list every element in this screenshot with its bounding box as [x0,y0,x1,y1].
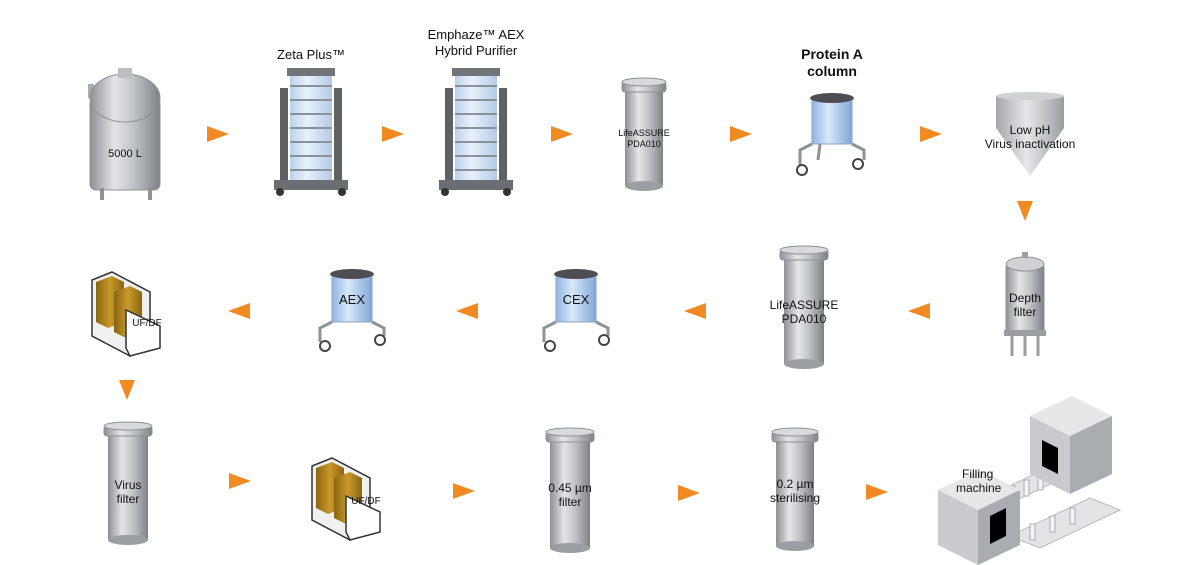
filling-machine-icon [938,396,1122,565]
virus-filter-label: Virus filter [114,478,142,507]
protein-a-title: Protein A column [801,46,863,79]
sterilising-filter-label: 0.2 µm sterilising [769,477,820,506]
depth-filter-label: Depth filter [1008,291,1042,320]
emphaze-purifier-icon [439,68,513,196]
ufdf-cassette-icon [91,271,161,357]
arrow-right [229,473,251,489]
cartridge-filter-icon [621,77,667,191]
arrow-left [684,303,706,319]
tank-volume-label: 5000 L [108,148,142,160]
arrow-left [908,303,930,319]
arrow-right [678,485,700,501]
arrow-left [456,303,478,319]
zeta-plus-title: Zeta Plus™ [277,47,345,62]
depth-filter-icon [1004,252,1046,356]
arrow-right [453,483,475,499]
cex-column-icon [542,269,610,352]
cartridge-filter-icon [779,245,829,369]
ufdf-1-label: UF/DF [132,318,162,329]
arrow-right [551,126,573,142]
cex-label: CEX [562,292,590,307]
arrow-left [228,303,250,319]
arrow-right [920,126,942,142]
zeta-plus-filter-icon [274,68,348,196]
aex-label: AEX [338,292,365,307]
low-ph-label: Low pH Virus inactivation [984,123,1076,152]
prefilter-cartridge-icon [545,427,595,553]
emphaze-title: Emphaze™ AEX Hybrid Purifier [427,27,525,58]
lifeassure-1-label: LifeASSURE PDA010 [618,128,670,149]
filter-045-label: 0.45 µm filter [548,481,592,510]
sterilising-filter-icon [771,427,819,551]
storage-tank-icon [88,68,161,200]
lifeassure-2-label: LifeASSURE PDA010 [769,298,839,327]
arrow-down [119,380,135,400]
arrow-right [382,126,404,142]
protein-a-column-icon [796,93,866,176]
arrow-down [1017,201,1033,221]
virus-inactivation-vessel-icon [996,92,1064,176]
ufdf-2-label: UF/DF [351,496,381,507]
flow-arrows [119,126,1033,501]
arrow-right [730,126,752,142]
filling-machine-label: Filling machine [956,467,1002,496]
arrow-right [207,126,229,142]
ufdf-cassette-icon [311,457,381,541]
aex-column-icon [318,269,386,352]
virus-filter-icon [103,421,153,545]
arrow-right [866,484,888,500]
